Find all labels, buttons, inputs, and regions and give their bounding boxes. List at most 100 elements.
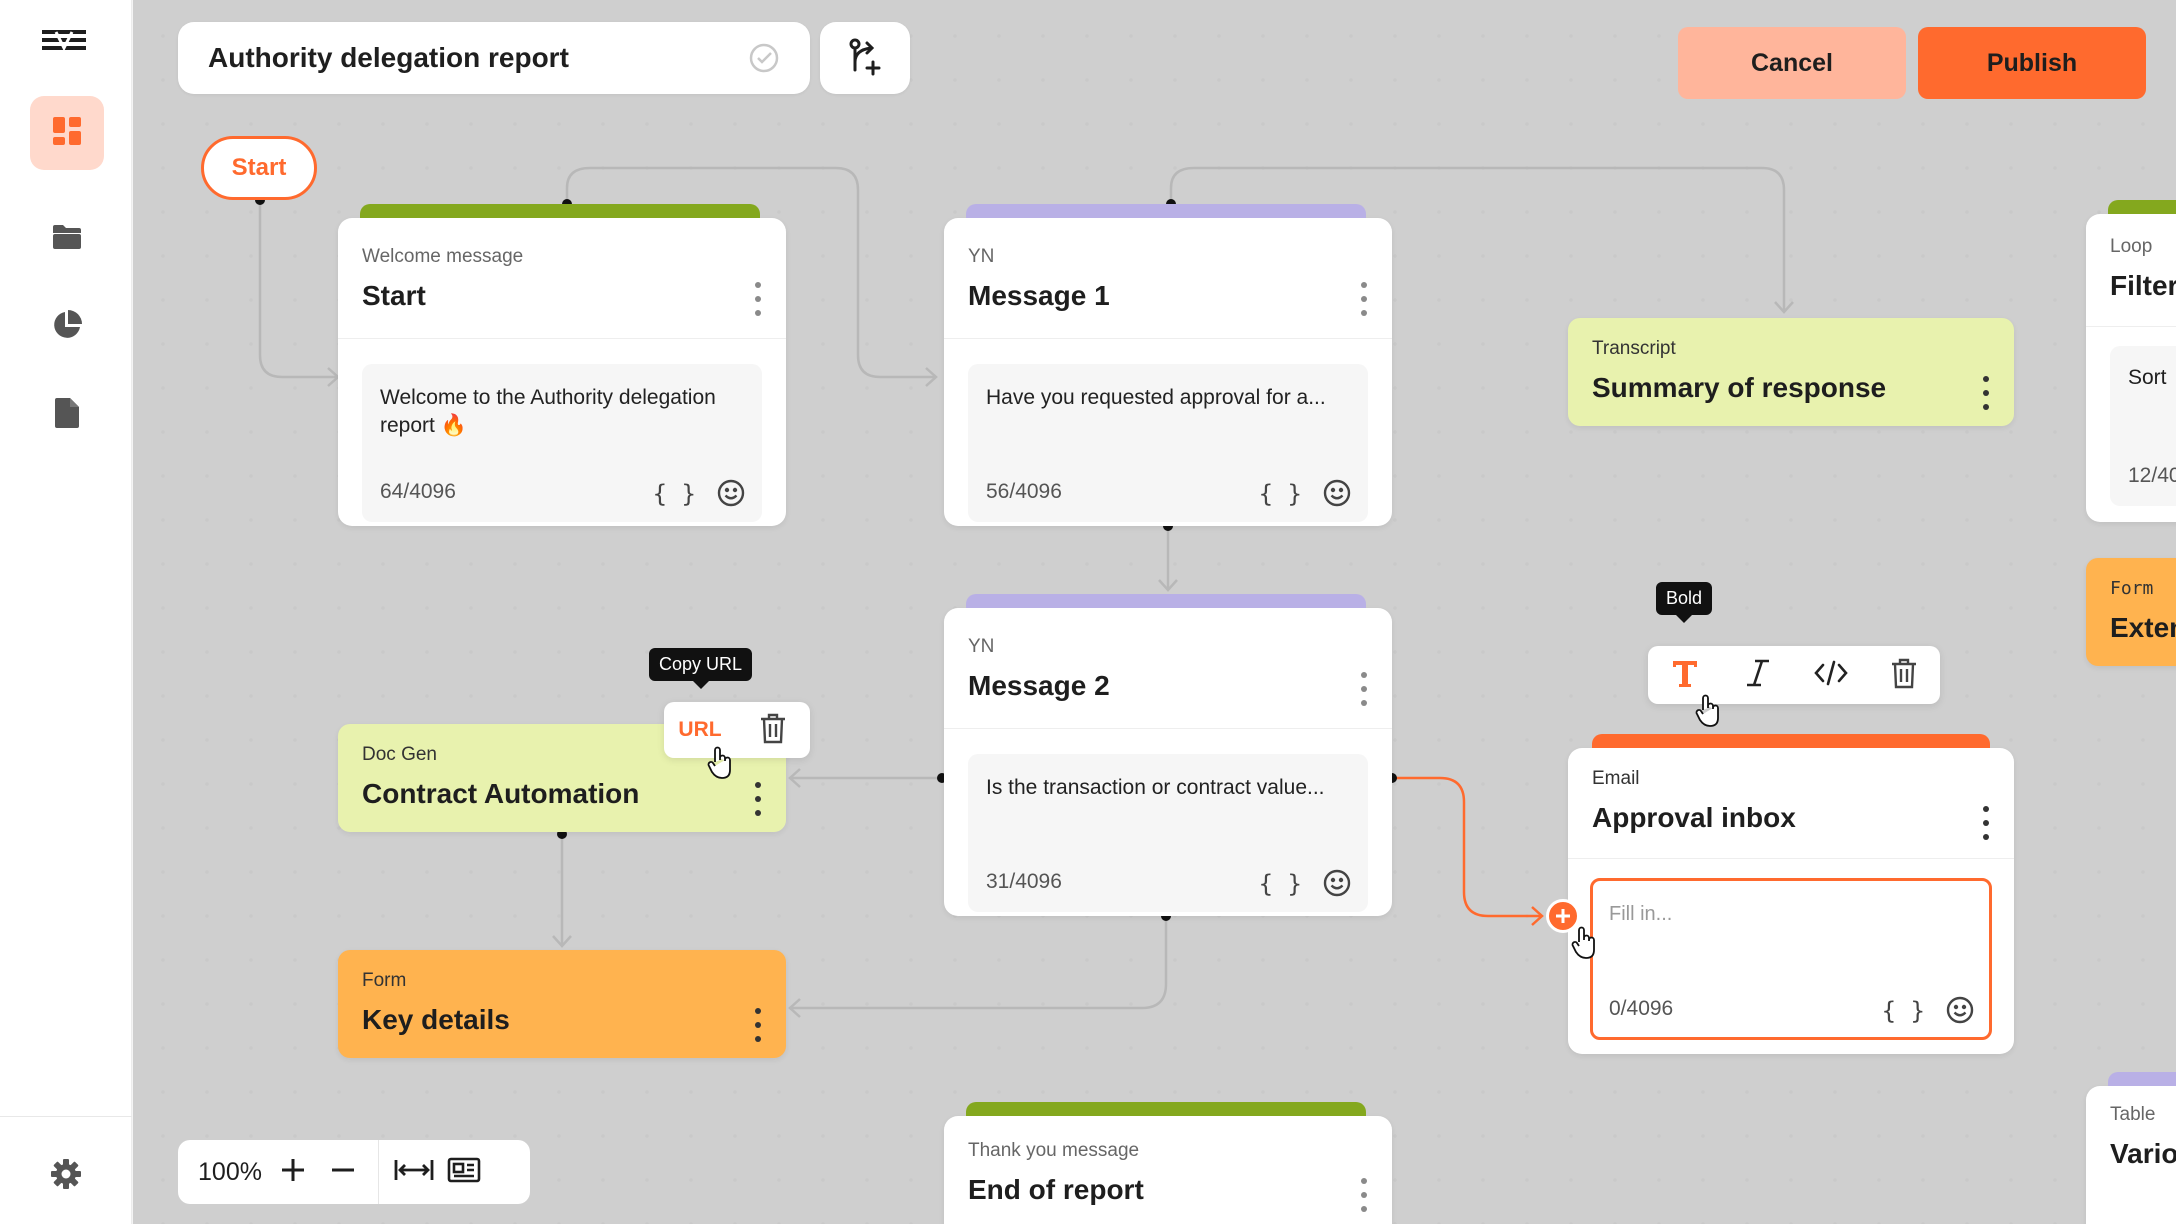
add-connection-button[interactable]	[1546, 899, 1580, 933]
node-type-label: Form	[362, 970, 407, 991]
emoji-icon[interactable]	[1945, 995, 1975, 1025]
trash-icon	[759, 712, 787, 749]
node-color-bar	[2108, 200, 2176, 214]
flow-title-field[interactable]: Authority delegation report	[178, 22, 810, 94]
fit-width-icon	[394, 1157, 434, 1188]
node-table[interactable]: Table Vario	[2086, 1072, 2176, 1224]
delete-button[interactable]	[736, 702, 810, 758]
italic-icon	[1745, 658, 1771, 693]
emoji-icon[interactable]	[1322, 478, 1352, 508]
char-count: 56/4096	[986, 480, 1062, 503]
document-icon	[53, 397, 81, 434]
node-message-1[interactable]: YN Message 1 Have you requested approval…	[944, 204, 1392, 526]
node-key-details[interactable]: Form Key details	[338, 950, 786, 1058]
node-title: Message 2	[968, 670, 1110, 701]
node-type-label: YN	[968, 246, 995, 267]
text-bold-icon	[1670, 658, 1700, 693]
plus-icon	[1554, 901, 1572, 932]
cancel-button[interactable]: Cancel	[1678, 27, 1906, 99]
variable-braces-icon[interactable]: { }	[652, 480, 696, 508]
emoji-icon[interactable]	[1322, 868, 1352, 898]
start-node[interactable]: Start	[201, 136, 317, 200]
url-toolbar: URL	[664, 702, 810, 758]
node-color-bar	[966, 1102, 1366, 1116]
node-form-extension[interactable]: Form Exten	[2086, 558, 2176, 666]
gear-icon	[50, 1158, 82, 1195]
message-editor[interactable]: Is the transaction or contract value... …	[968, 754, 1368, 912]
kebab-menu-icon[interactable]	[1982, 376, 1990, 410]
node-type-label: Form	[2110, 578, 2154, 599]
node-title: Approval inbox	[1592, 802, 1796, 833]
node-type-label: Welcome message	[362, 246, 524, 267]
emoji-icon[interactable]	[716, 478, 746, 508]
email-body-input[interactable]: Fill in... 0/4096 { }	[1590, 878, 1992, 1040]
kebab-menu-icon[interactable]	[1360, 1178, 1368, 1212]
node-approval-inbox[interactable]: Email Approval inbox Fill in... 0/4096 {…	[1568, 734, 2014, 1054]
node-type-label: Thank you message	[968, 1140, 1140, 1161]
minimap-button[interactable]	[439, 1140, 489, 1204]
code-button[interactable]	[1794, 646, 1867, 704]
node-type-label: YN	[968, 636, 995, 657]
node-title: End of report	[968, 1174, 1144, 1205]
minus-icon	[330, 1157, 356, 1188]
kebab-menu-icon[interactable]	[1360, 282, 1368, 316]
node-type-label: Doc Gen	[362, 744, 437, 765]
delete-format-button[interactable]	[1867, 646, 1940, 704]
zoom-in-button[interactable]	[268, 1140, 318, 1204]
sidebar-divider	[0, 1116, 132, 1117]
node-type-label: Loop	[2110, 236, 2153, 257]
hand-cursor-icon	[1694, 694, 1724, 728]
sidebar-item-dashboard[interactable]	[30, 96, 104, 170]
fit-width-button[interactable]	[389, 1140, 439, 1204]
zoom-toolbar: 100%	[178, 1140, 530, 1204]
node-color-bar	[966, 594, 1366, 608]
copy-url-button[interactable]: URL	[678, 718, 722, 741]
sidebar-item-folder[interactable]	[30, 202, 104, 276]
message-text: Is the transaction or contract value...	[986, 776, 1325, 799]
zoom-out-button[interactable]	[318, 1140, 368, 1204]
kebab-menu-icon[interactable]	[1360, 672, 1368, 706]
settings-button[interactable]	[46, 1156, 86, 1196]
char-count: 64/4096	[380, 480, 456, 503]
node-title: Summary of response	[1592, 372, 1887, 403]
branch-add-icon	[845, 36, 885, 81]
node-message-2[interactable]: YN Message 2 Is the transaction or contr…	[944, 594, 1392, 916]
hand-cursor-icon	[1570, 926, 1600, 960]
pie-chart-icon	[51, 309, 83, 346]
kebab-menu-icon[interactable]	[754, 782, 762, 816]
node-title: Filter	[2110, 270, 2176, 301]
node-color-bar	[966, 204, 1366, 218]
sidebar-item-analytics[interactable]	[30, 290, 104, 364]
variable-braces-icon[interactable]: { }	[1258, 870, 1302, 898]
page-title: Authority delegation report	[208, 42, 569, 73]
message-text: Have you requested approval for a...	[986, 386, 1326, 409]
node-color-bar	[2108, 1072, 2176, 1086]
italic-button[interactable]	[1721, 646, 1794, 704]
message-text: Sort	[2128, 366, 2167, 389]
hand-cursor-icon	[706, 746, 736, 780]
node-title: Start	[362, 280, 426, 311]
node-summary-of-response[interactable]: Transcript Summary of response	[1568, 318, 2014, 426]
char-count: 0/4096	[1609, 997, 1674, 1020]
node-type-label: Email	[1592, 768, 1640, 789]
dashboard-icon	[52, 116, 82, 151]
message-editor[interactable]: Have you requested approval for a... 56/…	[968, 364, 1368, 522]
bold-button[interactable]	[1648, 646, 1721, 704]
kebab-menu-icon[interactable]	[754, 282, 762, 316]
format-toolbar	[1648, 646, 1940, 704]
kebab-menu-icon[interactable]	[1982, 806, 1990, 840]
trash-icon	[1890, 657, 1918, 694]
folder-icon	[51, 223, 83, 256]
tooltip-copy-url: Copy URL	[649, 648, 753, 689]
node-welcome-message[interactable]: Welcome message Start Welcome to the Aut…	[338, 204, 786, 526]
branch-button[interactable]	[820, 22, 910, 94]
sidebar	[0, 0, 132, 1224]
sidebar-item-documents[interactable]	[30, 378, 104, 452]
variable-braces-icon[interactable]: { }	[1258, 480, 1302, 508]
node-end-of-report[interactable]: Thank you message End of report	[944, 1102, 1392, 1224]
publish-button[interactable]: Publish	[1918, 27, 2146, 99]
message-editor[interactable]: Welcome to the Authority delegation repo…	[362, 364, 762, 522]
kebab-menu-icon[interactable]	[754, 1008, 762, 1042]
node-loop-filter[interactable]: Loop Filter Sort 12/40	[2086, 200, 2176, 522]
variable-braces-icon[interactable]: { }	[1881, 997, 1925, 1025]
